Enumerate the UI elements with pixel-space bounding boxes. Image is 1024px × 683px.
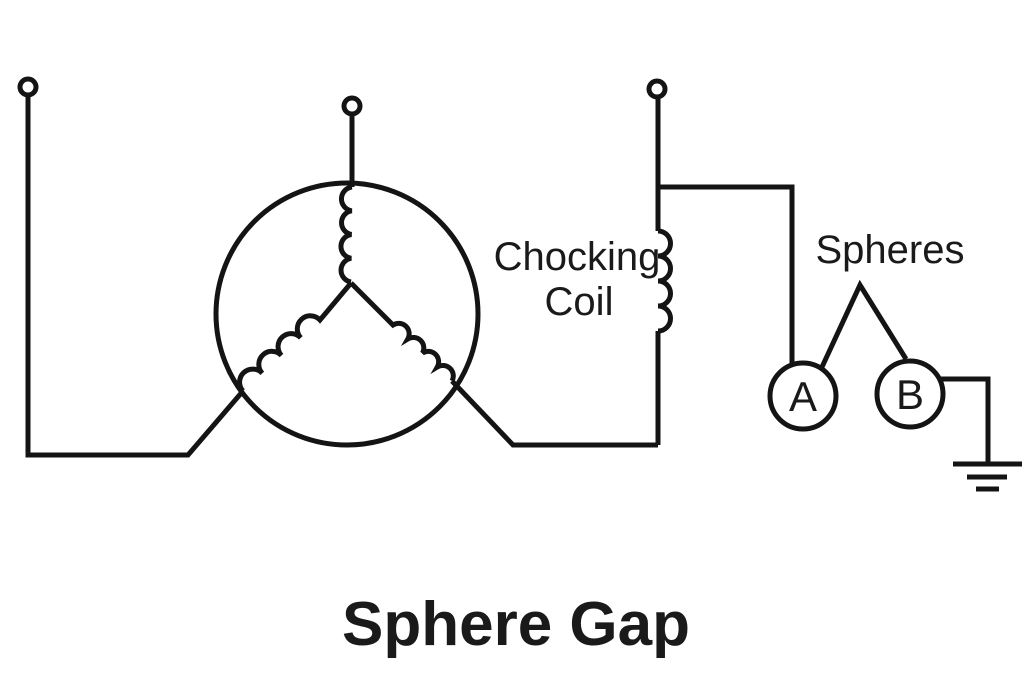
sphere-a-circle [767,360,839,432]
sphere-b-label: B [896,371,924,418]
terminal-middle-icon [341,95,363,117]
wire-sphere-b-ground [939,376,991,464]
winding-top-coil-icon [338,184,353,285]
ground-icon [953,461,1022,492]
diagram-caption: Sphere Gap [342,590,690,659]
choking-coil-icon [657,228,673,334]
wiring-layer [17,76,1022,492]
spheres-label: Spheres [816,228,965,272]
sphere-a-label: A [789,373,817,420]
terminal-left-icon [17,76,39,98]
labels-layer: Chocking Coil Spheres A B Sphere Gap [342,228,964,659]
winding-left-coil-icon [237,281,353,393]
choking-coil-label-line1: Chocking [494,235,661,279]
choking-coil-label-line2: Coil [545,280,614,324]
wire-sphere-branch [658,184,795,363]
wire-right-phase [450,379,658,448]
sphere-b-circle [874,358,946,430]
transformer-body-circle [213,180,481,448]
winding-right-coil-icon [349,281,456,383]
terminal-right-icon [646,78,668,100]
spheres-pointer [819,279,909,369]
wire-left-phase [25,96,245,458]
